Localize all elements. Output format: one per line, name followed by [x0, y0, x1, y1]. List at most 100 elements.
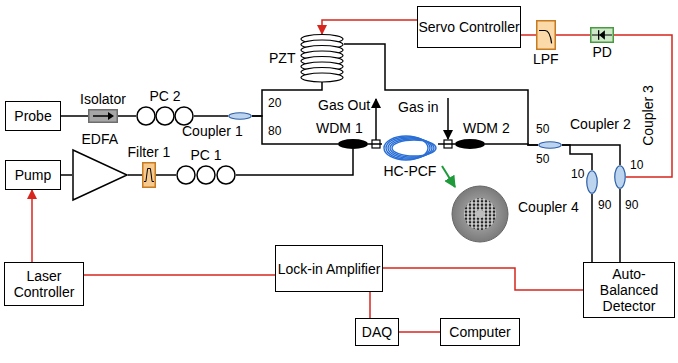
polarization-controller: PC 2 — [136, 106, 194, 126]
part-label: EDFA — [82, 132, 119, 147]
optical-fiber — [61, 115, 88, 117]
shape-part — [229, 113, 252, 120]
shape-part — [73, 150, 127, 200]
inset-arrow — [442, 166, 455, 187]
part-label: Coupler 2 — [570, 117, 631, 132]
box-label: Servo Controller — [418, 19, 519, 35]
part-label: PD — [593, 45, 612, 60]
optical-fiber — [619, 189, 621, 262]
controller-box: Servo Controller — [417, 6, 521, 48]
shape-part — [591, 28, 614, 43]
optical-fiber — [128, 174, 142, 176]
port-ratio: 50 — [536, 122, 549, 136]
port-ratio: 90 — [625, 198, 638, 212]
optical-fiber — [368, 143, 382, 145]
instrument-box: Lock-in Amplifier — [275, 245, 383, 292]
polarization-controller-symbol — [176, 165, 236, 185]
bandpass-filter: Filter 1 — [142, 162, 156, 188]
box-label: Pump — [15, 167, 52, 183]
part-label: Coupler 1 — [182, 124, 243, 139]
fiber-coupler-symbol — [614, 165, 626, 189]
part-label: WDM 2 — [463, 121, 510, 136]
optical-fiber — [591, 194, 593, 262]
signal-wire — [31, 190, 33, 262]
shape-part — [89, 110, 118, 123]
signal-wire — [399, 331, 440, 333]
part-label: HC-PCF — [384, 164, 437, 179]
box-label: Computer — [449, 324, 510, 340]
shape-part — [455, 139, 485, 149]
bandpass-filter-symbol — [142, 162, 156, 188]
part-label: LPF — [533, 52, 559, 67]
low-pass-filter-symbol — [536, 20, 556, 50]
hollow-core-fiber-symbol — [382, 134, 438, 162]
shape-part — [197, 166, 215, 184]
shape-part — [143, 163, 156, 188]
fiber-coupler: Coupler 3 — [614, 165, 626, 189]
signal-wire — [556, 34, 590, 36]
polarization-controller: PC 1 — [176, 165, 236, 185]
amplifier-triangle-symbol — [72, 149, 128, 201]
shape-part — [177, 166, 195, 184]
shape-part — [598, 30, 599, 40]
shape-part — [144, 169, 154, 182]
shape-part — [217, 166, 235, 184]
optical-fiber — [252, 82, 322, 116]
hollow-core-fiber: HC-PCF — [382, 134, 438, 162]
gas-label: Gas Out — [318, 98, 370, 113]
photodiode: PD — [590, 27, 614, 43]
shape-part — [338, 139, 368, 149]
isolator-symbol — [88, 109, 118, 123]
box-label: Auto-Balanced Detector — [584, 266, 674, 314]
signal-wire — [369, 292, 371, 318]
optical-fiber — [438, 143, 455, 145]
fiber-cross-section — [452, 186, 508, 242]
part-label: Coupler 3 — [640, 85, 655, 146]
shape-part — [587, 171, 598, 194]
shape-part — [175, 107, 193, 125]
part-label: PZT — [269, 51, 295, 66]
photodiode-symbol — [590, 27, 614, 43]
shape-part — [93, 115, 109, 117]
signal-wire — [383, 268, 583, 290]
shape-part — [539, 31, 552, 44]
part-label: Filter 1 — [128, 145, 171, 160]
optical-fiber — [118, 115, 136, 117]
shape-part — [539, 142, 562, 149]
optical-fiber — [485, 144, 538, 145]
optical-fiber — [562, 145, 592, 170]
optical-fiber — [562, 145, 620, 165]
laser-box: Pump — [5, 160, 61, 190]
controller-box: Laser Controller — [4, 262, 84, 306]
fiber-coupler-symbol — [586, 170, 598, 194]
isolator: Isolator — [88, 109, 118, 123]
fiber-coupler: Coupler 4 — [586, 170, 598, 194]
box-label: Laser Controller — [5, 268, 83, 300]
polarization-controller-symbol — [136, 106, 194, 126]
shape-part — [301, 73, 343, 82]
signal-wire — [322, 20, 417, 34]
fiber-coupler-symbol — [228, 112, 252, 120]
port-ratio: 90 — [598, 198, 611, 212]
optical-fiber — [194, 115, 228, 117]
optical-fiber — [156, 174, 176, 176]
low-pass-filter: LPF — [536, 20, 556, 50]
optical-fiber — [344, 44, 538, 145]
pzt-fiber-stretcher: PZT — [300, 34, 344, 82]
signal-wire — [521, 34, 536, 36]
detector-box: Auto-Balanced Detector — [583, 262, 675, 318]
part-label: Isolator — [80, 92, 126, 107]
box-label: Lock-in Amplifier — [278, 261, 381, 277]
shape-part — [156, 107, 174, 125]
fiber-coupler: Coupler 2 — [538, 141, 562, 149]
signal-wire — [614, 35, 672, 177]
port-ratio: 50 — [536, 152, 549, 166]
pzt-fiber-stretcher-symbol — [300, 34, 344, 82]
wdm-coupler: WDM 1 — [338, 139, 368, 149]
optical-fiber — [236, 149, 353, 175]
part-label: PC 1 — [191, 148, 222, 163]
shape-part — [392, 140, 436, 156]
amplifier-triangle: EDFA — [72, 149, 128, 201]
shape-part — [615, 166, 626, 189]
